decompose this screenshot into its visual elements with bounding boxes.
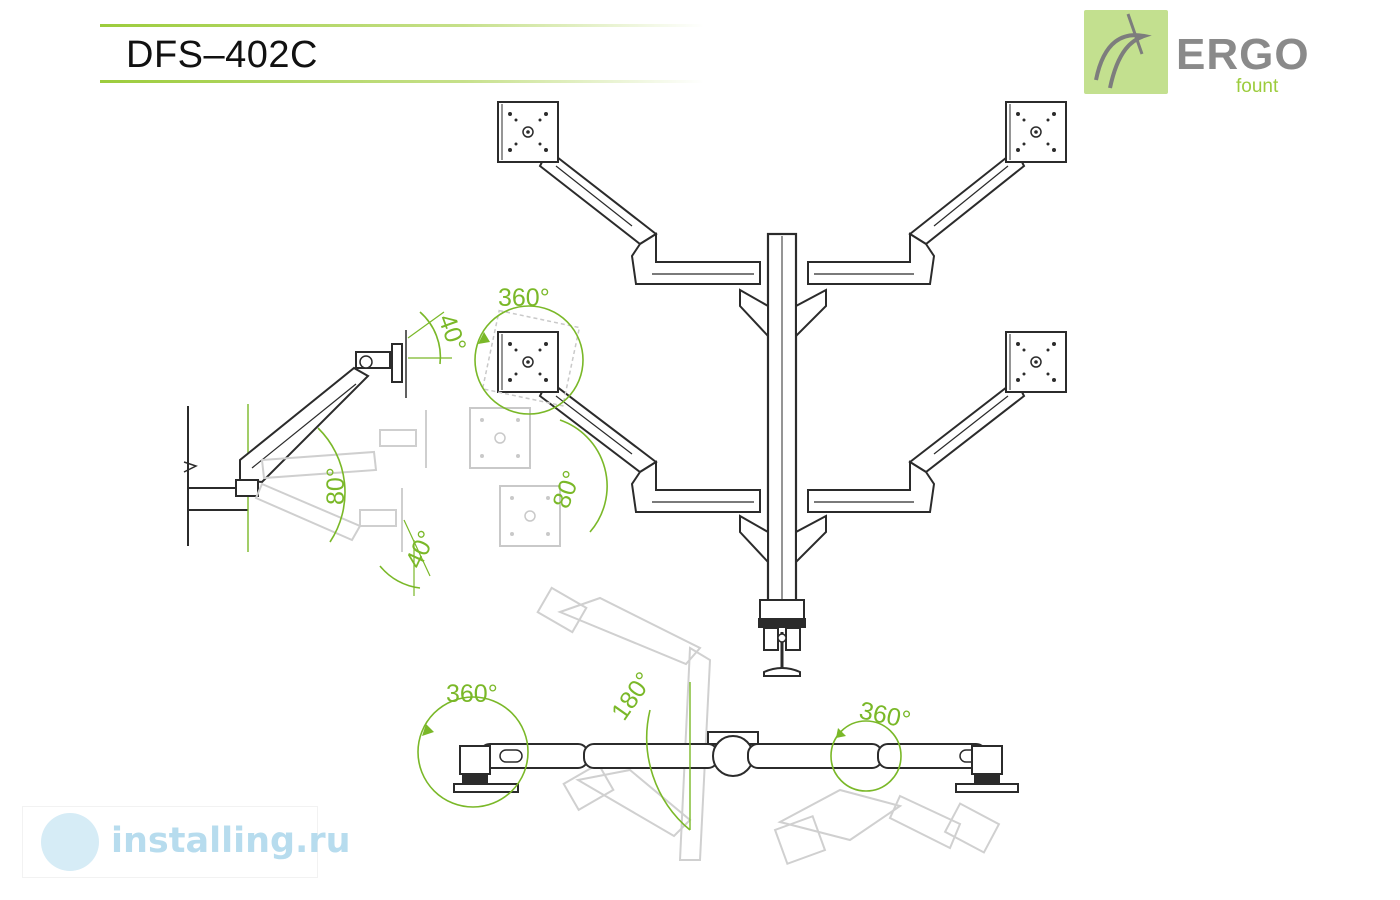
angle-label-tilt-up: 40°: [432, 310, 471, 355]
model-title: DFS–402C: [126, 34, 318, 76]
angle-arc-lift-left: [317, 427, 346, 543]
angle-label-tilt-down: 40°: [400, 526, 441, 572]
angle-label-swivel-center: 180°: [606, 667, 659, 725]
mount-pole: [766, 232, 798, 604]
top-view-arms: [453, 731, 1019, 793]
angle-arc-swivel-center: [645, 709, 691, 831]
vesa-plate-lower-right: [1005, 331, 1067, 393]
rotation-circle-bottom-right: [830, 720, 902, 792]
rotation-circle-side: [474, 305, 584, 415]
logo-sub-text: fount: [1236, 76, 1279, 97]
vesa-plate-rotated-ghost: [481, 309, 581, 407]
rotation-circle-bottom-left: [417, 696, 529, 808]
logo-mark: [1084, 10, 1168, 94]
header-top-line: [100, 24, 704, 27]
logo-swoosh-icon: [1094, 13, 1152, 89]
angle-label-rotation-bottom-left: 360°: [446, 680, 498, 708]
watermark-logo-icon: [41, 813, 99, 871]
vesa-plate-upper-right: [1005, 101, 1067, 163]
vesa-plate-upper-left: [497, 101, 559, 163]
desk-clamp: [758, 599, 806, 677]
vesa-plate-lower-left: [497, 331, 559, 393]
vesa-plate-ghost-1: [469, 407, 531, 469]
angle-label-lift-right: 80°: [547, 467, 586, 512]
angle-arc-tilt-up: [419, 311, 442, 365]
lower-left-arm: [538, 378, 769, 565]
upper-left-arm: [538, 148, 769, 339]
side-view-arm: [235, 330, 407, 497]
side-view-wall: [183, 404, 249, 552]
logo-brand-text: ERGO: [1176, 30, 1310, 79]
header-bottom-line: [100, 80, 704, 83]
angle-label-rotation-bottom-right: 360°: [857, 696, 913, 734]
angle-arc-tilt-down: [379, 565, 421, 589]
brand-logo: ERGO fount: [1084, 10, 1309, 110]
watermark-text: installing.ru: [111, 821, 351, 861]
angle-label-rotation-side: 360°: [498, 284, 550, 312]
lower-right-arm: [795, 378, 1026, 565]
angle-arc-lift-right: [559, 419, 608, 533]
watermark: installing.ru: [22, 806, 351, 878]
upper-right-arm: [795, 148, 1026, 339]
header: DFS–402C: [100, 24, 704, 86]
angle-label-lift-left: 80°: [322, 467, 350, 505]
